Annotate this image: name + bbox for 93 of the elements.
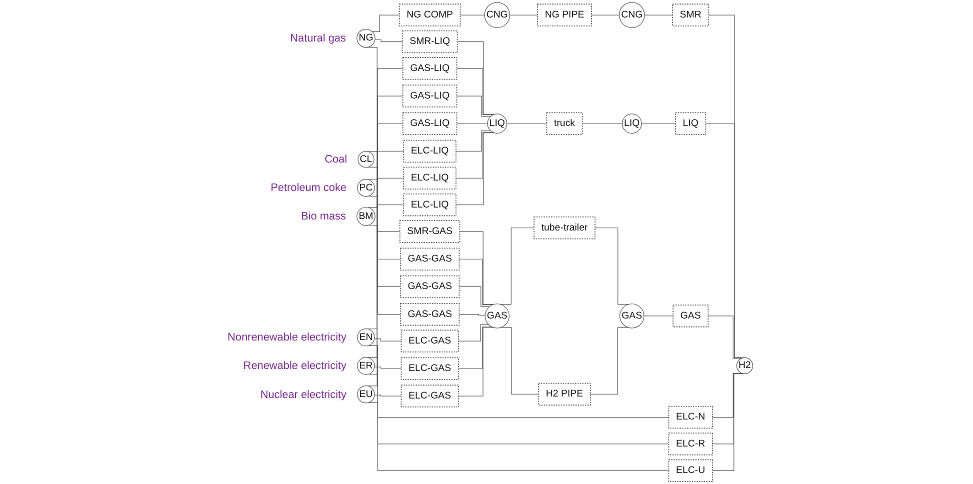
connector [594, 228, 629, 305]
node-box: tube-trailer [534, 216, 596, 240]
connector [457, 41, 495, 115]
node-circle: PC [357, 178, 375, 197]
node-box: SMR [672, 4, 710, 26]
connector [368, 68, 404, 152]
connector [374, 366, 402, 369]
node-label: Bio mass [301, 210, 346, 222]
node-circle: NG [356, 28, 376, 48]
node-circle: H2 [736, 357, 754, 374]
node-circle: LIQ [622, 114, 642, 134]
node-label: Nuclear electricity [260, 388, 346, 400]
connector [458, 327, 494, 396]
node-circle: BM [356, 206, 376, 226]
node-circle: CL [358, 151, 374, 168]
connector [500, 228, 534, 305]
connector [366, 47, 400, 232]
connector [368, 374, 670, 444]
node-box: GAS-GAS [400, 275, 460, 298]
node-box: ELC-GAS [400, 330, 459, 352]
node-box: GAS-LIQ [402, 84, 458, 108]
connector [368, 96, 404, 180]
connector [368, 224, 401, 315]
connector [705, 123, 744, 358]
connector [366, 178, 404, 358]
node-box: ELC-LIQ [403, 193, 456, 216]
node-circle: CNG [484, 2, 510, 28]
connector [506, 123, 548, 124]
connector [458, 258, 493, 306]
node-label: Nonrenewable electricity [228, 331, 346, 344]
connector [456, 132, 494, 178]
connector [374, 394, 402, 396]
connector [374, 39, 403, 42]
node-box: ELC-R [668, 432, 713, 456]
connector [367, 166, 401, 260]
node-circle: GAS [484, 304, 510, 328]
node-label: Petroleum coke [270, 181, 346, 194]
connector [712, 373, 744, 471]
node-box: LIQ [675, 112, 706, 135]
connector [458, 314, 486, 316]
node-box: NG PIPE [537, 4, 592, 26]
node-circle: ER [357, 357, 375, 375]
connector [460, 14, 485, 16]
node-box: NG COMP [398, 4, 461, 26]
node-box: truck [546, 112, 583, 135]
node-circle: CNG [618, 2, 645, 28]
node-circle: EN [357, 328, 375, 346]
connector [367, 196, 401, 288]
connector [582, 123, 623, 124]
connector [374, 338, 402, 342]
connector [458, 286, 490, 308]
node-box: ELC-LIQ [403, 140, 456, 163]
node-box: GAS-GAS [400, 248, 460, 270]
node-circle: LIQ [487, 114, 508, 134]
connector [458, 324, 489, 342]
connector [366, 204, 404, 386]
node-box: H2 PIPE [538, 382, 591, 406]
node-box: SMR-LIQ [402, 30, 458, 54]
connector [641, 123, 676, 124]
connector [500, 327, 539, 395]
node-circle: EU [357, 386, 375, 404]
node-circle: GAS [620, 304, 644, 328]
connector [368, 345, 670, 418]
node-box: SMR-GAS [399, 220, 460, 243]
node-label: Renewable electricity [243, 360, 346, 372]
connector [591, 14, 620, 16]
node-box: ELC-N [668, 406, 713, 429]
connector [708, 316, 742, 359]
node-box: ELC-LIQ [403, 166, 456, 190]
connector [368, 123, 404, 208]
connector [644, 14, 673, 16]
node-label: Natural gas [290, 32, 346, 44]
connector [712, 373, 744, 444]
node-box: ELC-U [668, 459, 713, 482]
node-box: GAS-LIQ [402, 112, 458, 135]
connector [368, 402, 670, 471]
connector [366, 150, 404, 330]
connector [456, 68, 494, 116]
connector [456, 132, 495, 206]
connector [456, 123, 488, 124]
node-box: ELC-GAS [400, 384, 459, 408]
node-box: GAS-LIQ [402, 57, 458, 80]
connector [456, 130, 492, 152]
node-label: Coal [324, 152, 348, 166]
connector [456, 96, 492, 117]
connector [509, 14, 538, 16]
connector [372, 14, 400, 32]
connector [459, 231, 494, 305]
node-box: ELC-GAS [400, 357, 459, 380]
connector [458, 326, 492, 369]
node-box: GAS [672, 304, 709, 328]
connector [590, 327, 629, 395]
node-box: GAS-GAS [400, 302, 460, 326]
